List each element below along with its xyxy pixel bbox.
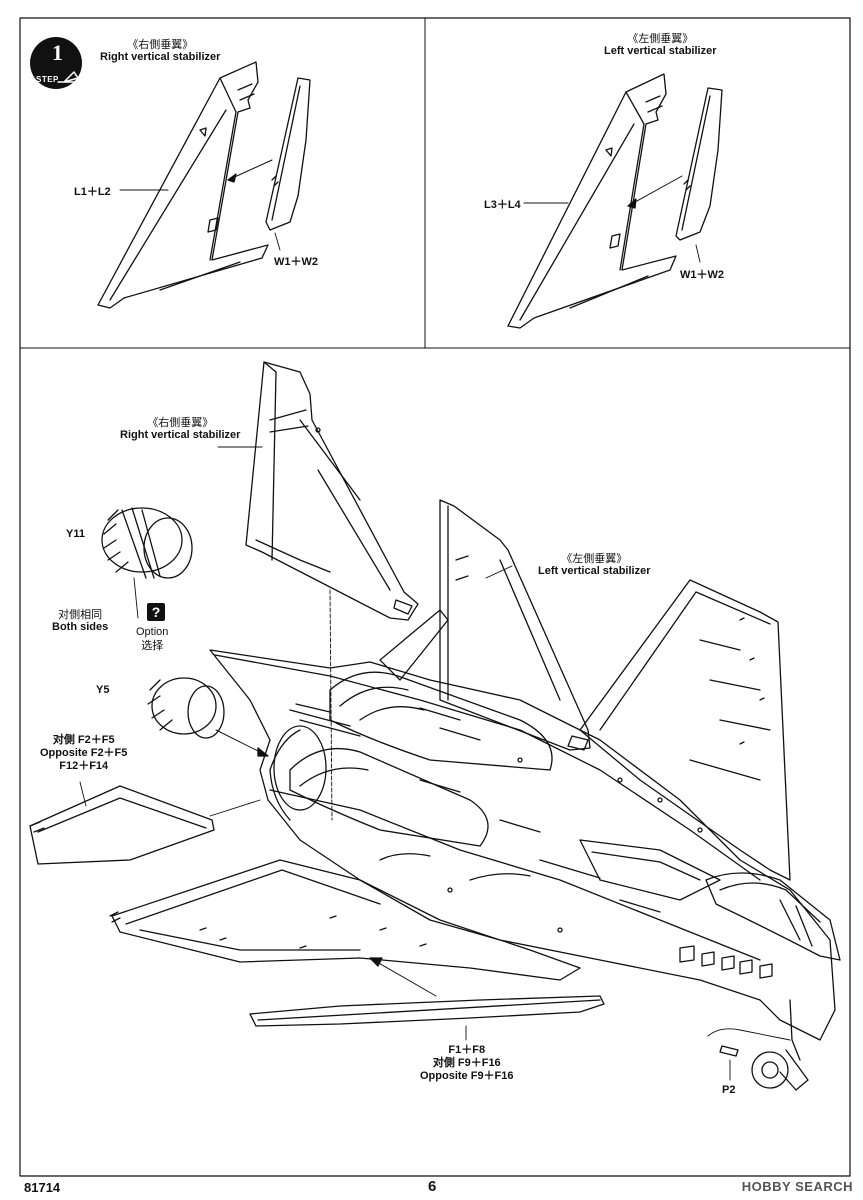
note-zh: 对側相同 xyxy=(58,608,103,621)
caption-en: Right vertical stabilizer xyxy=(120,429,241,441)
leading-edge-flap-note: F1＋F8 对側 F9＋F16 Opposite F9＋F16 xyxy=(420,1044,514,1083)
note-en: Both sides xyxy=(52,621,109,633)
option-note: Option 选择 xyxy=(136,626,168,652)
part-label-p2: P2 xyxy=(722,1084,736,1096)
flap-line-1: 对側 F2＋F5 xyxy=(52,734,115,746)
left-stabilizer-detail xyxy=(507,73,723,329)
left-stabilizer-caption: 《左側垂翼》 Left vertical stabilizer xyxy=(604,32,717,58)
main-left-stabilizer-caption: 《左側垂翼》 Left vertical stabilizer xyxy=(538,552,651,578)
caption-en: Right vertical stabilizer xyxy=(100,51,221,63)
part-label-l3-l4: L3＋L4 xyxy=(484,199,521,211)
both-sides-note: 对側相同 Both sides xyxy=(52,608,108,634)
opposite-flap-note: 对側 F2＋F5 Opposite F2＋F5 F12＋F14 xyxy=(40,734,127,773)
flap-line-2: Opposite F2＋F5 xyxy=(40,747,128,759)
main-right-stabilizer-caption: 《右側垂翼》 Right vertical stabilizer xyxy=(120,416,240,442)
main-airframe xyxy=(29,361,841,1091)
caption-zh: 《右側垂翼》 xyxy=(147,416,214,429)
page-frame xyxy=(19,17,851,1177)
rudder-part xyxy=(675,87,723,241)
flap-line-2: 对側 F9＋F16 xyxy=(432,1057,501,1069)
watermark: HOBBY SEARCH xyxy=(741,1179,853,1194)
right-stabilizer-caption: 《右側垂翼》 Right vertical stabilizer xyxy=(100,38,220,64)
page-number: 6 xyxy=(428,1178,437,1195)
right-stabilizer-detail xyxy=(97,61,311,309)
flap-line-3: Opposite F9＋F16 xyxy=(420,1070,514,1082)
option-icon: ? xyxy=(147,603,165,621)
rudder-part xyxy=(265,77,311,231)
caption-en: Left vertical stabilizer xyxy=(538,565,651,577)
caption-zh: 《左側垂翼》 xyxy=(561,552,628,565)
caption-en: Left vertical stabilizer xyxy=(604,45,717,57)
caption-zh: 《右側垂翼》 xyxy=(127,38,194,51)
flap-line-1: F1＋F8 xyxy=(448,1044,486,1056)
caption-zh: 《左側垂翼》 xyxy=(627,32,694,45)
option-en: Option xyxy=(136,626,169,638)
kit-number: 81714 xyxy=(24,1180,61,1195)
part-label-l1-l2: L1＋L2 xyxy=(74,186,111,198)
step-label: STEP xyxy=(36,75,59,84)
flap-line-3: F12＋F14 xyxy=(59,760,109,772)
step-number: 1 xyxy=(52,40,63,65)
option-zh: 选择 xyxy=(141,639,164,652)
part-label-y11: Y11 xyxy=(66,528,85,540)
part-label-w1-w2: W1＋W2 xyxy=(680,269,724,281)
part-label-w1-w2: W1＋W2 xyxy=(274,256,318,268)
part-label-y5: Y5 xyxy=(96,684,110,696)
